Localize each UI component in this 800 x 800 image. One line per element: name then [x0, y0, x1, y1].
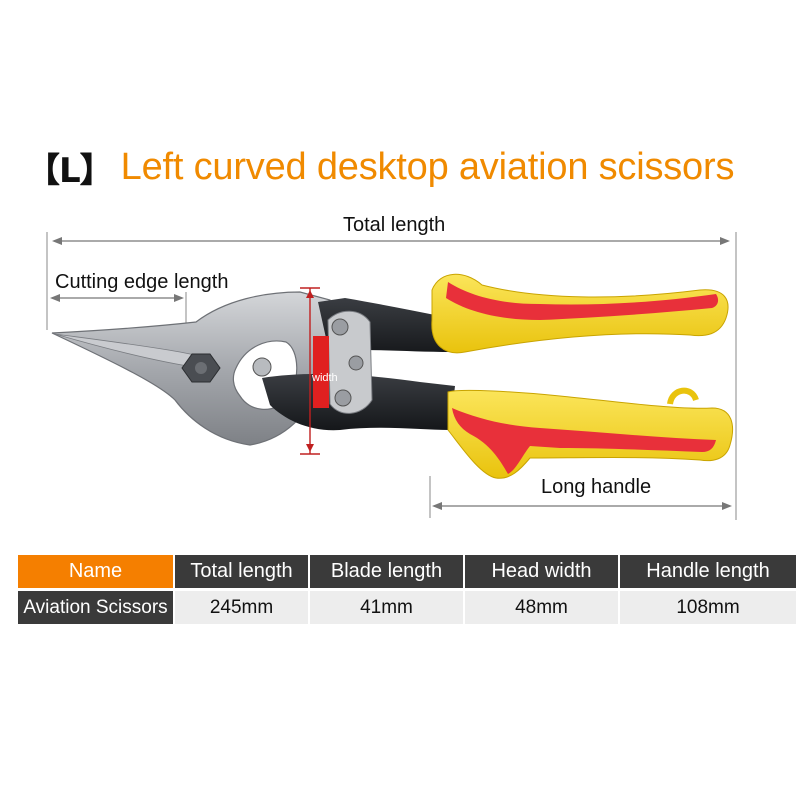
header-blade-length: Blade length [310, 555, 463, 588]
cell-total-length: 245mm [175, 591, 308, 624]
title-text: Left curved desktop aviation scissors [120, 145, 735, 188]
spec-header-row: Name Total length Blade length Head widt… [18, 555, 796, 588]
page-title: 【L】 Left curved desktop aviation scissor… [26, 142, 734, 192]
table-row: Aviation Scissors 245mm 41mm 48mm 108mm [18, 591, 796, 624]
scissors-illustration [46, 232, 737, 520]
lower-handle [447, 387, 734, 479]
width-marker [300, 287, 329, 455]
header-total-length: Total length [175, 555, 308, 588]
total-length-dimension [46, 232, 737, 520]
spec-table: Name Total length Blade length Head widt… [16, 552, 798, 627]
linkage-plate [252, 310, 373, 414]
header-name: Name [18, 555, 173, 588]
cell-handle-length: 108mm [620, 591, 796, 624]
width-label: width [312, 372, 338, 384]
header-head-width: Head width [465, 555, 618, 588]
title-tag: 【L】 [26, 150, 114, 191]
long-handle-label: Long handle [541, 476, 652, 498]
total-length-label: Total length [343, 214, 446, 236]
long-handle-dimension [429, 476, 732, 518]
cell-head-width: 48mm [465, 591, 618, 624]
cell-name: Aviation Scissors [18, 591, 173, 624]
cutting-edge-length-label: Cutting edge length [55, 271, 229, 293]
header-handle-length: Handle length [620, 555, 796, 588]
upper-handle [431, 273, 729, 354]
cell-blade-length: 41mm [310, 591, 463, 624]
